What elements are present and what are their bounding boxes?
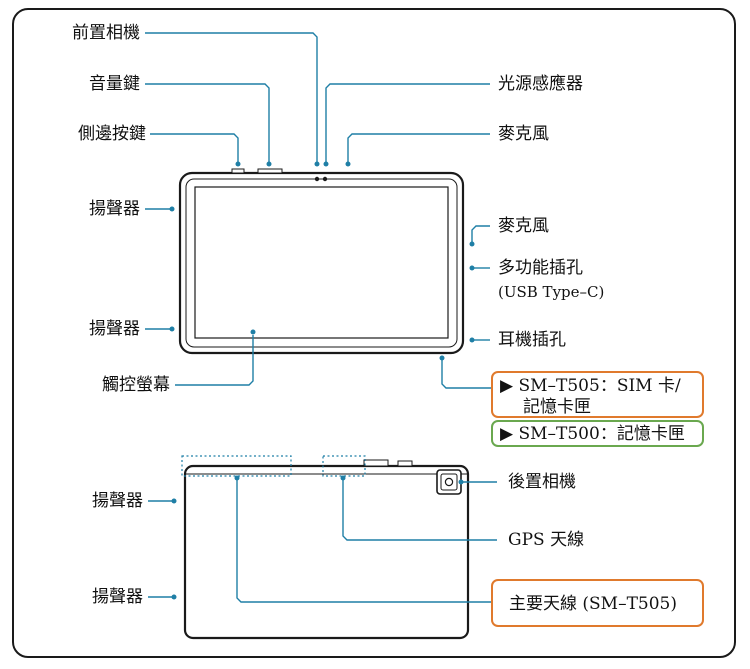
label-front-camera: 前置相機 (72, 23, 140, 43)
main-antenna-box: 主要天線 (SM–T505) (491, 579, 704, 627)
label-gps-antenna: GPS 天線 (508, 530, 585, 550)
label-earphone-jack: 耳機插孔 (498, 330, 566, 350)
label-sim-t500: ▶ SM–T500：記憶卡匣 (500, 424, 685, 444)
label-speaker-front-top: 揚聲器 (89, 199, 140, 219)
label-touchscreen: 觸控螢幕 (102, 375, 170, 395)
label-microphone-top: 麥克風 (498, 124, 549, 144)
label-multipurpose-jack-type: (USB Type–C) (498, 283, 605, 301)
label-speaker-front-mid: 揚聲器 (89, 319, 140, 339)
label-sim-t505: ▶ SM–T505：SIM 卡/ (500, 376, 681, 396)
label-speaker-back-upper: 揚聲器 (92, 491, 143, 511)
label-side-key: 側邊按鍵 (78, 124, 146, 144)
tablet-back (181, 455, 470, 640)
tablet-front (178, 168, 465, 355)
label-main-antenna: 主要天線 (SM–T505) (509, 594, 678, 614)
label-multipurpose-jack: 多功能插孔 (498, 258, 583, 278)
sim-t500-box: ▶ SM–T500：記憶卡匣 (491, 420, 704, 447)
leader-lines (145, 32, 497, 603)
label-microphone-side: 麥克風 (498, 216, 549, 236)
label-volume-key: 音量鍵 (89, 74, 140, 94)
label-sim-t505-tray: 記憶卡匣 (523, 397, 591, 417)
sim-t505-box: ▶ SM–T505：SIM 卡/ 記憶卡匣 (491, 371, 704, 418)
label-rear-camera: 後置相機 (508, 472, 576, 492)
label-light-sensor: 光源感應器 (498, 74, 583, 94)
label-speaker-back-lower: 揚聲器 (92, 587, 143, 607)
diagram-frame (12, 8, 736, 658)
